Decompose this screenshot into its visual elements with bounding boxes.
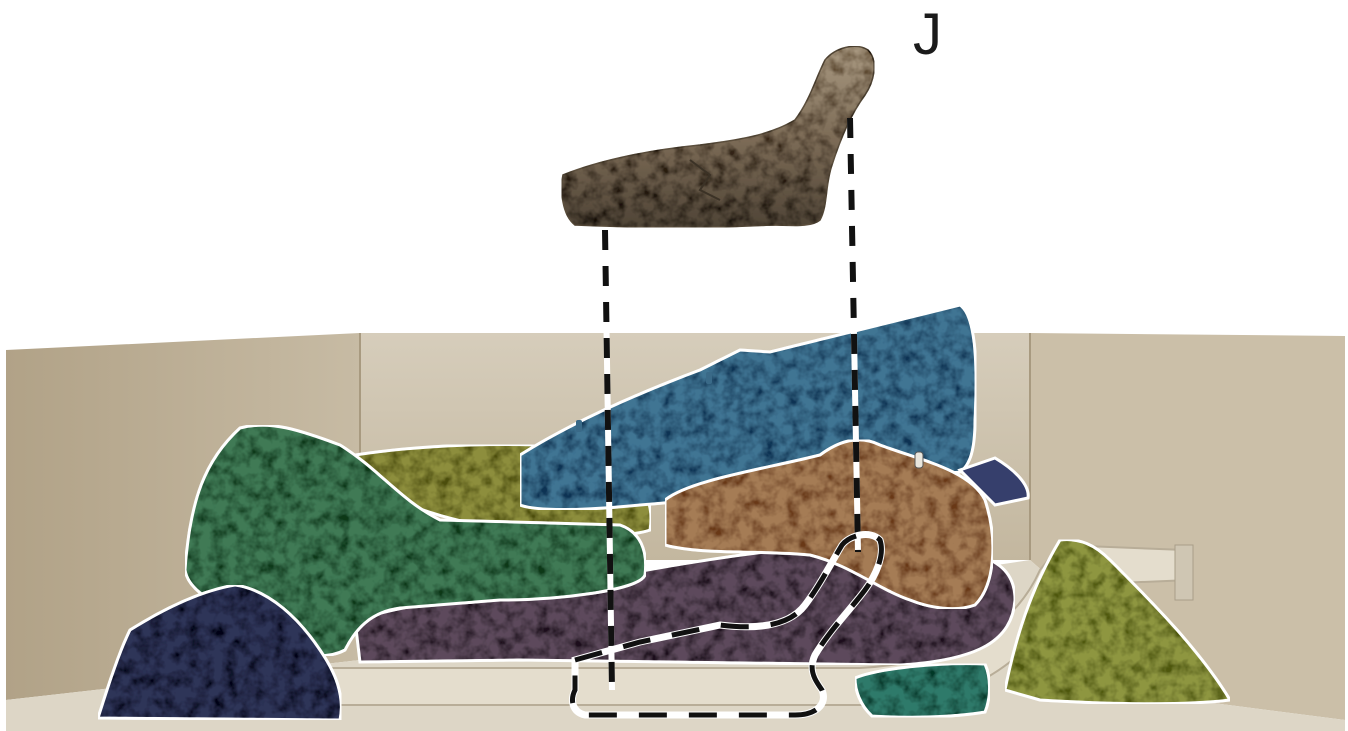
peg-3 — [706, 372, 712, 384]
teal-small-piece — [855, 664, 990, 718]
pipe-bracket — [1175, 545, 1193, 600]
isolated-log — [562, 46, 874, 227]
peg-1 — [915, 452, 923, 468]
panel-letter: J — [913, 6, 942, 64]
peg-2 — [576, 420, 582, 432]
